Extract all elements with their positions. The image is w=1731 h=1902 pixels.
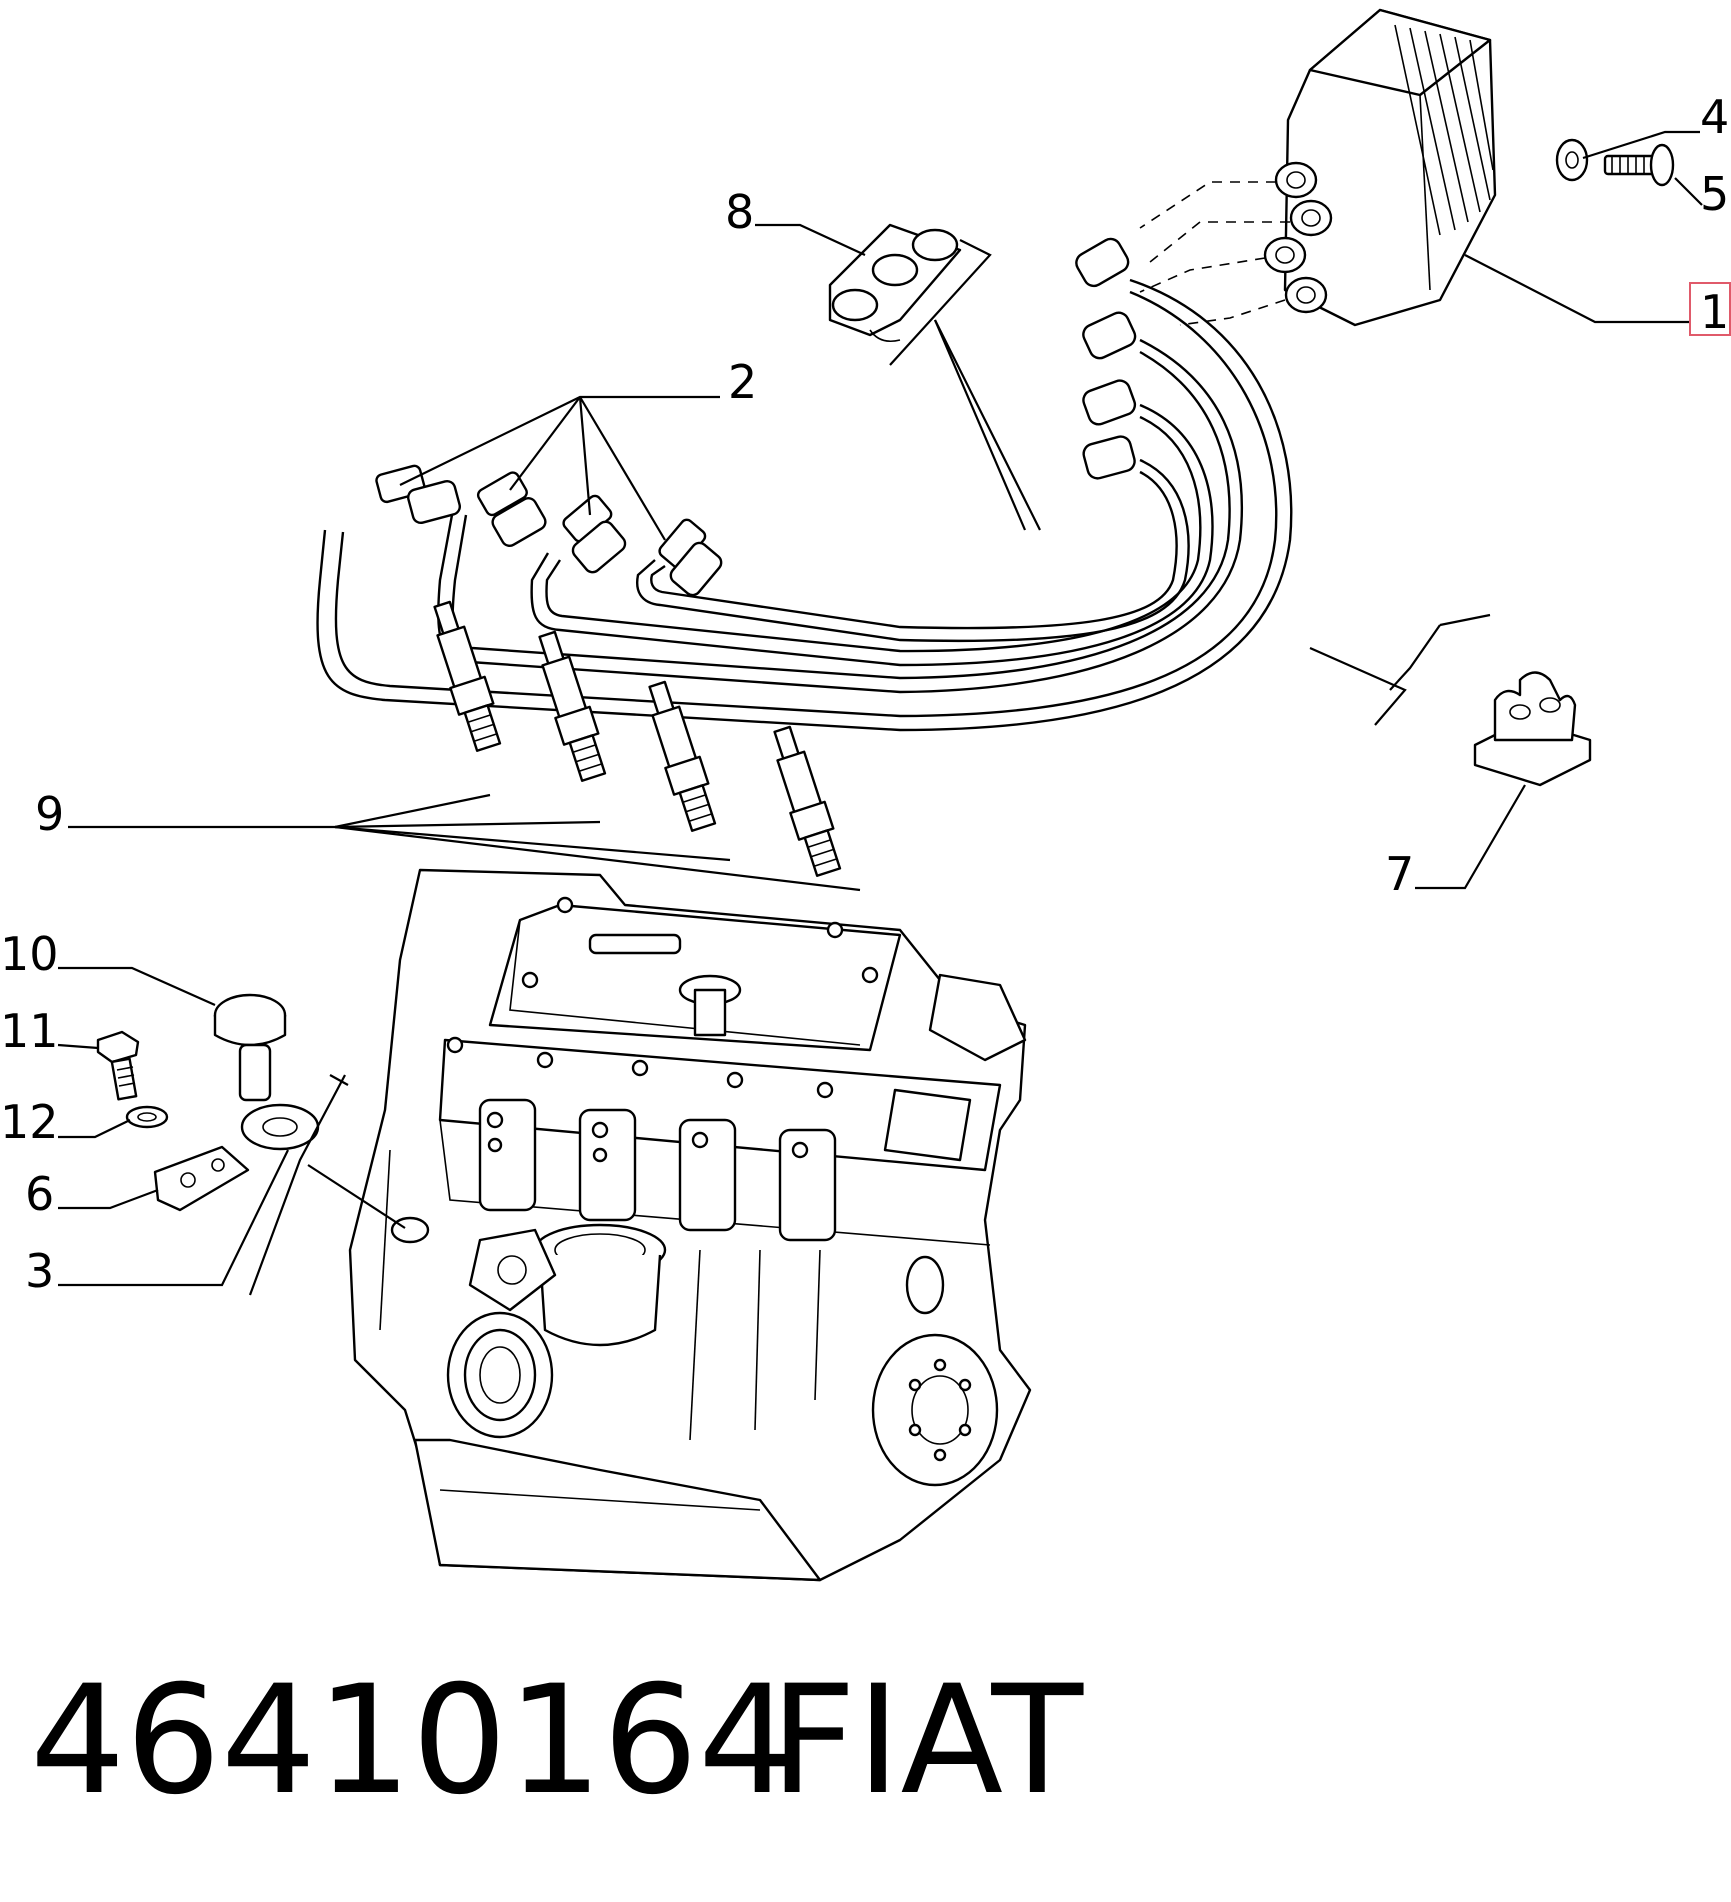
callout-1-highlight [1689, 282, 1731, 336]
seal-ring-3 [240, 1103, 320, 1151]
engine-block [348, 868, 1032, 1582]
washer-12 [125, 1105, 169, 1129]
callout-4[interactable]: 4 [1700, 90, 1729, 144]
sensor-10 [213, 993, 287, 1102]
washer-4 [1555, 138, 1589, 182]
callout-10[interactable]: 10 [0, 927, 59, 981]
ignition-coil [1139, 8, 1497, 327]
callout-7[interactable]: 7 [1385, 847, 1414, 901]
brand-caption: FIAT [770, 1654, 1084, 1828]
callout-12[interactable]: 12 [0, 1095, 59, 1149]
callout-3[interactable]: 3 [25, 1244, 54, 1298]
callout-6[interactable]: 6 [25, 1167, 54, 1221]
callout-2[interactable]: 2 [728, 355, 757, 409]
bolt-11 [96, 1030, 140, 1101]
leader-lines [57, 130, 1703, 1296]
ignition-cable-set [316, 237, 1293, 732]
callout-8[interactable]: 8 [725, 185, 754, 239]
spark-plugs-9 [433, 600, 842, 877]
cable-clip-8 [828, 223, 1041, 531]
part-number-caption: 46410164 [30, 1654, 793, 1828]
bolt-5 [1603, 143, 1675, 187]
callout-11[interactable]: 11 [0, 1004, 59, 1058]
callout-5[interactable]: 5 [1700, 167, 1729, 221]
callout-9[interactable]: 9 [35, 787, 64, 841]
callout-1[interactable]: 1 [1700, 285, 1729, 339]
bracket-6 [153, 1145, 250, 1212]
cable-support-7 [1309, 613, 1592, 787]
